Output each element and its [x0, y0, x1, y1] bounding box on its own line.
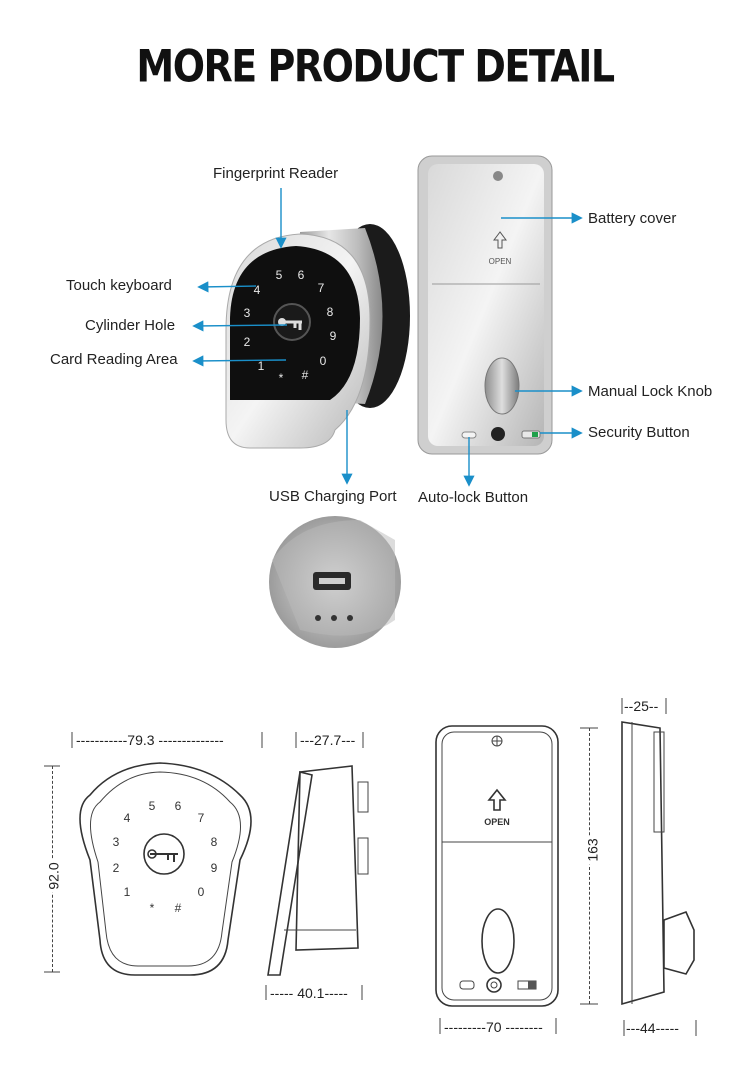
back-drawing-open-label: OPEN: [484, 817, 510, 827]
dim-back-side-top: --25--: [624, 698, 659, 714]
svg-text:7: 7: [318, 281, 325, 295]
back-side-drawing: [621, 698, 697, 1036]
svg-text:9: 9: [330, 329, 337, 343]
svg-text:9: 9: [211, 861, 218, 875]
svg-text:1: 1: [124, 885, 131, 899]
svg-text:#: #: [175, 901, 182, 915]
back-photo-open-label: OPEN: [489, 257, 512, 266]
usb-closeup-photo: [269, 516, 401, 648]
svg-text:7: 7: [198, 811, 205, 825]
svg-text:8: 8: [327, 305, 334, 319]
svg-text:5: 5: [149, 799, 156, 813]
label-card-reading-area: Card Reading Area: [50, 351, 178, 368]
dim-side-depth-top: ---27.7---: [300, 732, 356, 748]
back-panel-photo: OPEN: [417, 155, 553, 455]
dim-back-side-bottom: ---44-----: [626, 1020, 679, 1036]
svg-text:3: 3: [113, 835, 120, 849]
label-fingerprint-reader: Fingerprint Reader: [213, 165, 339, 182]
svg-text:2: 2: [244, 335, 251, 349]
dim-front-width: -----------79.3 --------------: [76, 732, 224, 748]
svg-text:3: 3: [244, 306, 251, 320]
svg-text:6: 6: [298, 268, 305, 282]
svg-text:5: 5: [276, 268, 283, 282]
label-touch-keyboard: Touch keyboard: [66, 277, 172, 294]
svg-text:0: 0: [198, 885, 205, 899]
svg-text:4: 4: [124, 811, 131, 825]
dim-back-height-line: [589, 728, 591, 1004]
label-cylinder-hole: Cylinder Hole: [85, 317, 176, 334]
front-side-drawing: [265, 732, 369, 1000]
dim-back-width: ---------70 --------: [444, 1019, 543, 1035]
svg-text:#: #: [302, 368, 309, 382]
dim-side-depth-bottom: ----- 40.1-----: [270, 985, 348, 1001]
svg-text:4: 4: [254, 283, 261, 297]
back-dimension-drawing: OPEN: [435, 725, 598, 1034]
svg-text:2: 2: [113, 861, 120, 875]
label-battery-cover: Battery cover: [588, 210, 677, 227]
dim-front-height: 92.0: [45, 859, 62, 893]
dim-back-height: 163: [584, 835, 601, 865]
svg-text:1: 1: [258, 359, 265, 373]
svg-text:*: *: [150, 901, 155, 915]
label-usb-charging-port: USB Charging Port: [269, 488, 397, 505]
svg-text:8: 8: [211, 835, 218, 849]
page-title: MORE PRODUCT DETAIL: [136, 40, 615, 92]
svg-text:0: 0: [320, 354, 327, 368]
label-auto-lock-button: Auto-lock Button: [418, 489, 529, 506]
svg-text:6: 6: [175, 799, 182, 813]
svg-text:*: *: [279, 371, 284, 385]
label-security-button: Security Button: [588, 424, 690, 441]
label-manual-lock-knob: Manual Lock Knob: [588, 383, 713, 400]
front-lock-photo: 5 6 4 7 3 8 2 9 1 0 * #: [225, 224, 410, 449]
front-dimension-drawing: 5 6 4 7 3 8 2 9 1 0 * #: [44, 732, 263, 976]
